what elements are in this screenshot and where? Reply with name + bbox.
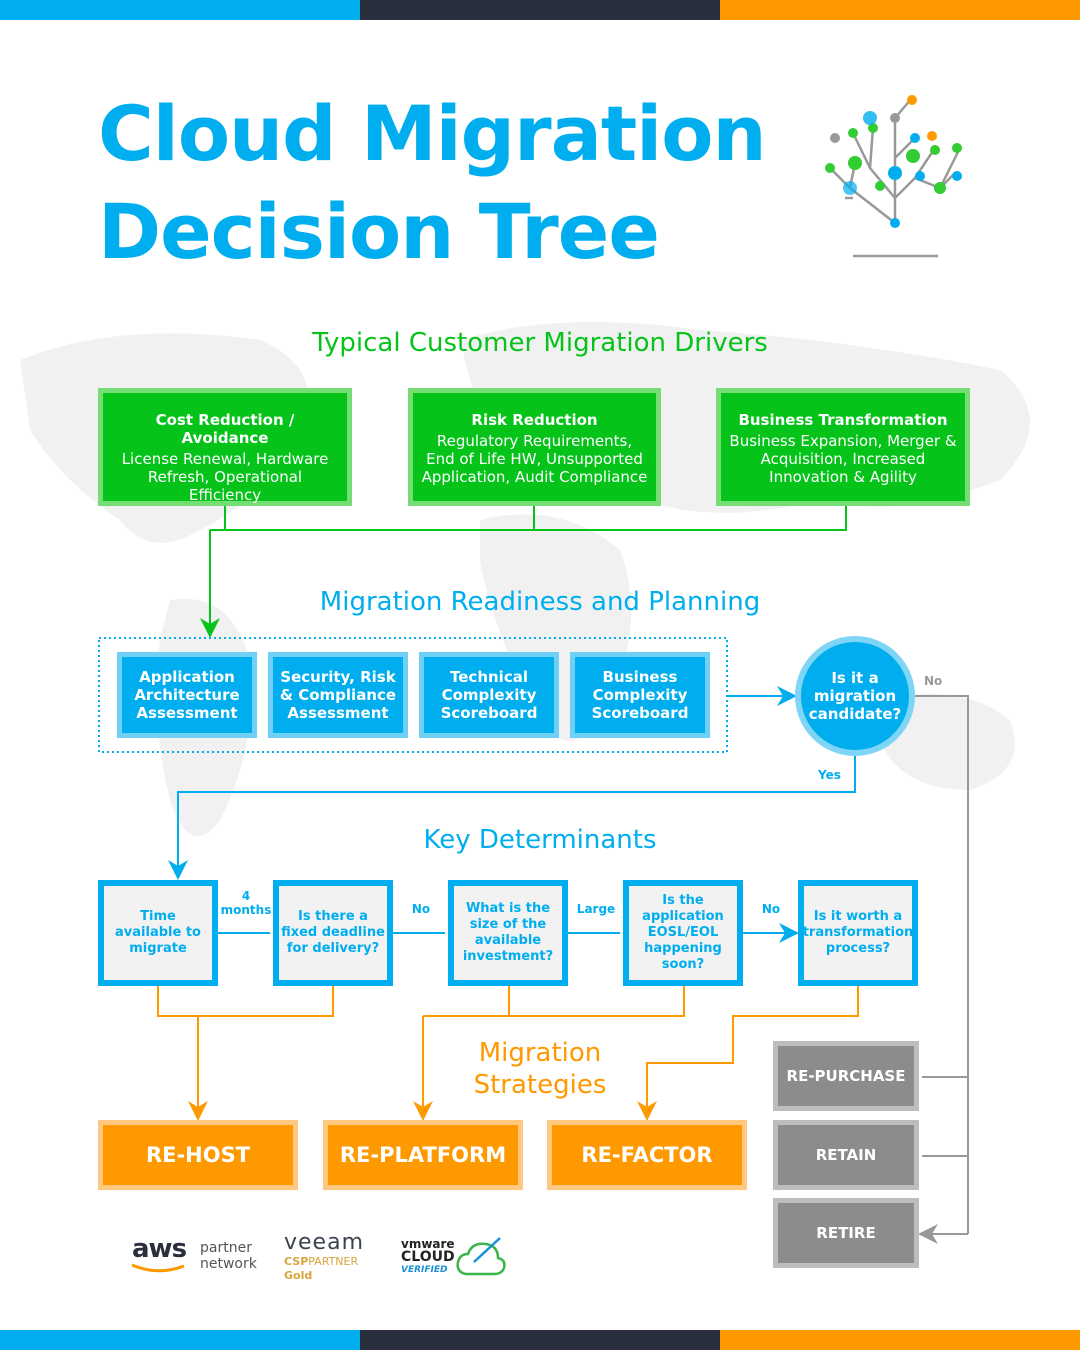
bottom-bar-dark	[360, 1330, 720, 1350]
edge-label-no-2: No	[761, 902, 781, 916]
determinants-heading: Key Determinants	[423, 825, 657, 855]
no-label: No	[924, 674, 943, 688]
migration-candidate-decision: Is it a migration candidate?	[795, 636, 915, 756]
readiness-technical-complexity: Technical Complexity Scoreboard	[419, 652, 559, 738]
readiness-heading: Migration Readiness and Planning	[319, 587, 761, 617]
driver-text: Business Expansion, Merger & Acquisition…	[729, 432, 957, 486]
strategies-heading-1: Migration	[478, 1038, 602, 1068]
aws-smile-icon	[131, 1263, 185, 1273]
veeam-csp: CSP	[284, 1255, 309, 1268]
vmware-cloud: CLOUD	[401, 1249, 455, 1265]
drivers-heading: Typical Customer Migration Drivers	[312, 328, 768, 358]
readiness-business-complexity: Business Complexity Scoreboard	[570, 652, 710, 738]
tree-icon	[825, 95, 962, 258]
veeam-partner: PARTNER	[308, 1255, 359, 1268]
driver-title: Risk Reduction	[471, 411, 598, 429]
aws-sub2: network	[200, 1256, 257, 1272]
driver-text: Regulatory Requirements, End of Life HW,…	[421, 432, 648, 486]
driver-title: Cost Reduction / Avoidance	[155, 411, 295, 447]
readiness-security-risk: Security, Risk & Compliance Assessment	[268, 652, 408, 738]
veeam-logo: veeam	[284, 1230, 365, 1255]
aws-sub1: partner	[200, 1240, 252, 1256]
readiness-application-architecture: Application Architecture Assessment	[117, 652, 257, 738]
cloud-check-icon	[456, 1237, 506, 1276]
driver-title: Business Transformation	[738, 411, 948, 429]
title-line1: Cloud Migration	[98, 89, 767, 178]
edge-label-no: No	[411, 902, 431, 916]
strategy-retain: RETAIN	[773, 1120, 919, 1190]
determinant-deadline: Is there a fixed deadline for delivery?	[273, 880, 393, 986]
aws-logo: aws	[132, 1234, 187, 1264]
strategy-repurchase: RE-PURCHASE	[773, 1041, 919, 1111]
yes-label: Yes	[818, 768, 841, 782]
top-bar-dark	[360, 0, 720, 20]
strategies-heading-2: Strategies	[473, 1070, 607, 1100]
strategy-rehost: RE-HOST	[98, 1120, 298, 1190]
vmware-verified: VERIFIED	[401, 1265, 448, 1275]
top-bar-orange	[720, 0, 1080, 20]
determinant-time: Time available to migrate	[98, 880, 218, 986]
vmware-name: vmware	[401, 1237, 455, 1251]
strategy-refactor: RE-FACTOR	[547, 1120, 747, 1190]
determinant-eosl: Is the application EOSL/EOL happening so…	[623, 880, 743, 986]
edge-label-large: Large	[576, 902, 616, 916]
bottom-bar-orange	[720, 1330, 1080, 1350]
edge-label-4-months: 4 months	[220, 889, 272, 917]
determinant-transformation: Is it worth a transformation process?	[798, 880, 918, 986]
strategy-replatform: RE-PLATFORM	[323, 1120, 523, 1190]
driver-text: License Renewal, Hardware Refresh, Opera…	[121, 450, 329, 504]
top-bar-blue	[0, 0, 360, 20]
veeam-gold: Gold	[284, 1269, 313, 1282]
determinant-investment: What is the size of the available invest…	[448, 880, 568, 986]
strategy-retire: RETIRE	[773, 1198, 919, 1268]
bottom-bar-blue	[0, 1330, 360, 1350]
title-line2: Decision Tree	[98, 187, 660, 276]
